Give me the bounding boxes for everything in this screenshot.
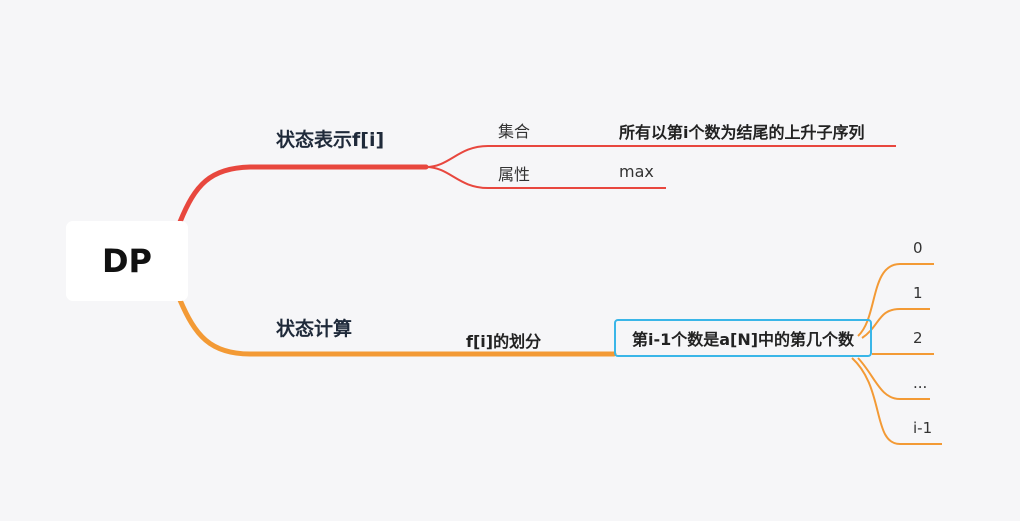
node-attribute-value[interactable]: max <box>619 162 654 181</box>
connector-to-leaf-ellipsis <box>857 357 930 400</box>
connector-to-leaf-i-minus-1 <box>851 357 942 445</box>
node-set[interactable]: 集合 <box>498 122 531 141</box>
node-partition[interactable]: f[i]的划分 <box>466 332 542 351</box>
node-partition-value[interactable]: 第i-1个数是a[N]中的第几个数 <box>614 319 872 357</box>
leaf-1[interactable]: 1 <box>913 284 923 302</box>
connector-to-leaf-1 <box>861 308 930 339</box>
node-set-value[interactable]: 所有以第i个数为结尾的上升子序列 <box>619 123 865 142</box>
leaf-0[interactable]: 0 <box>913 239 923 257</box>
branch-state-computation[interactable]: 状态计算 <box>276 318 353 340</box>
node-attribute[interactable]: 属性 <box>498 165 531 184</box>
root-node-dp[interactable]: DP <box>66 221 188 301</box>
leaf-i-minus-1[interactable]: i-1 <box>913 419 933 437</box>
branch-state-representation[interactable]: 状态表示f[i] <box>276 129 385 151</box>
connector-state-representation-to-set <box>425 145 612 168</box>
connector-root-to-state-computation <box>177 297 617 357</box>
connector-state-representation-to-attribute <box>425 166 612 189</box>
leaf-2[interactable]: 2 <box>913 329 923 347</box>
connector-root-to-state-representation <box>177 164 429 225</box>
leaf-ellipsis[interactable]: ... <box>913 374 928 392</box>
connector-to-leaf-0 <box>857 263 934 337</box>
